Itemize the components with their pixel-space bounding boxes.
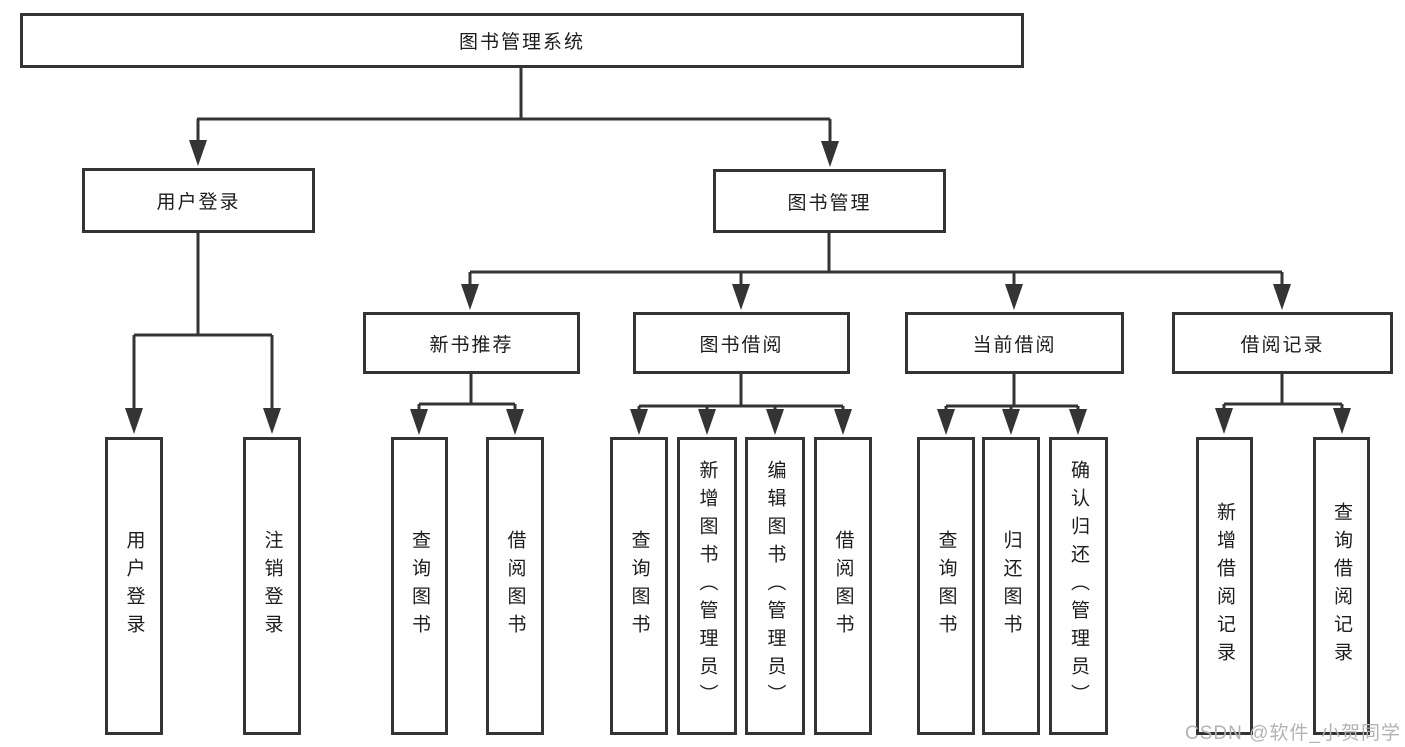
node-label: 图书管理系统 bbox=[458, 32, 585, 53]
node-label: 当前借阅 bbox=[972, 334, 1057, 356]
leaf-label: 归还图书 bbox=[1000, 530, 1022, 642]
node-borrowing-records: 借阅记录 bbox=[1172, 312, 1393, 374]
node-label: 图书借阅 bbox=[699, 334, 784, 356]
leaf-query-borrow-record: 查询借阅记录 bbox=[1313, 437, 1370, 735]
node-new-book-recommendation: 新书推荐 bbox=[363, 312, 580, 374]
leaf-label: 查询图书 bbox=[628, 530, 650, 642]
leaf-confirm-return-admin: 确认归还（管理员） bbox=[1049, 437, 1108, 735]
node-label: 新书推荐 bbox=[429, 334, 514, 356]
leaf-edit-books-admin: 编辑图书（管理员） bbox=[745, 437, 805, 735]
leaf-borrow-books-newbook: 借阅图书 bbox=[486, 437, 544, 735]
node-label: 用户登录 bbox=[156, 192, 241, 213]
leaf-logout: 注销登录 bbox=[243, 437, 301, 735]
leaf-add-books-admin: 新增图书（管理员） bbox=[677, 437, 737, 735]
leaf-query-books-current: 查询图书 bbox=[917, 437, 975, 735]
leaf-label: 查询借阅记录 bbox=[1331, 502, 1352, 670]
leaf-user-login: 用户登录 bbox=[105, 437, 163, 735]
leaf-return-books: 归还图书 bbox=[982, 437, 1040, 735]
leaf-label: 注销登录 bbox=[261, 530, 283, 642]
leaf-label: 查询图书 bbox=[409, 530, 430, 642]
leaf-add-borrow-record: 新增借阅记录 bbox=[1196, 437, 1253, 735]
leaf-label: 确认归还（管理员） bbox=[1068, 460, 1089, 712]
leaf-label: 查询图书 bbox=[935, 530, 957, 642]
leaf-label: 借阅图书 bbox=[504, 530, 526, 642]
node-book-management: 图书管理 bbox=[713, 169, 946, 233]
leaf-label: 新增借阅记录 bbox=[1214, 502, 1235, 670]
node-library-management-system: 图书管理系统 bbox=[20, 13, 1024, 68]
leaf-query-books-borrow: 查询图书 bbox=[610, 437, 668, 735]
node-label: 图书管理 bbox=[787, 192, 872, 214]
leaf-label: 编辑图书（管理员） bbox=[764, 460, 786, 712]
leaf-label: 新增图书（管理员） bbox=[696, 460, 718, 712]
leaf-label: 用户登录 bbox=[123, 530, 145, 642]
node-user-login: 用户登录 bbox=[82, 168, 315, 233]
leaf-label: 借阅图书 bbox=[832, 530, 854, 642]
node-current-borrowing: 当前借阅 bbox=[905, 312, 1124, 374]
leaf-borrow-books: 借阅图书 bbox=[814, 437, 872, 735]
node-book-borrowing: 图书借阅 bbox=[633, 312, 850, 374]
node-label: 借阅记录 bbox=[1240, 334, 1325, 356]
watermark: CSDN @软件_小贺同学 bbox=[1185, 723, 1401, 744]
leaf-query-books-newbook: 查询图书 bbox=[391, 437, 448, 735]
